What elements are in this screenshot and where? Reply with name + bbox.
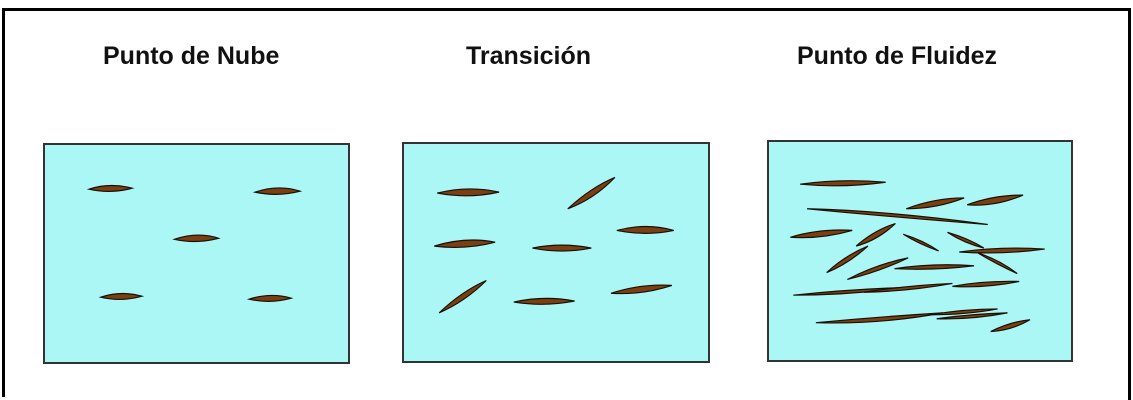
wax-crystal <box>990 319 1031 333</box>
wax-crystal <box>929 308 998 316</box>
wax-crystal <box>513 297 575 305</box>
wax-crystal <box>947 231 985 249</box>
wax-crystal <box>936 312 1008 320</box>
wax-crystal <box>610 284 673 295</box>
transition-crystals <box>434 176 674 314</box>
wax-crystal <box>616 225 674 234</box>
figure-frame <box>2 8 1128 397</box>
wax-crystal <box>800 180 886 187</box>
wax-crystal <box>952 280 1020 288</box>
stage-title-transition: Transición <box>466 42 592 70</box>
wax-crystal <box>567 176 616 210</box>
wax-crystal <box>98 292 145 300</box>
stage-title-pour-point: Punto de Fluidez <box>797 42 997 70</box>
pour-point-crystals <box>790 180 1045 333</box>
wax-crystal <box>906 197 965 210</box>
wax-crystal <box>847 257 909 281</box>
stage-title-cloud-point: Punto de Nube <box>103 42 280 70</box>
wax-crystal <box>790 229 853 239</box>
panel-transition <box>402 142 710 363</box>
cloud-point-crystals <box>86 184 303 302</box>
wax-crystal <box>437 188 500 197</box>
wax-crystal <box>172 234 221 243</box>
wax-crystal <box>959 247 1045 254</box>
wax-crystal <box>966 194 1024 206</box>
wax-crystal <box>86 184 135 192</box>
wax-crystal <box>434 239 496 248</box>
panel-pour-point <box>767 140 1073 362</box>
panel-cloud-point <box>43 143 350 364</box>
figure-frame-right-edge <box>1128 8 1131 400</box>
wax-crystal <box>826 245 869 274</box>
wax-crystal <box>863 282 953 293</box>
wax-crystal <box>807 208 988 226</box>
wax-crystal <box>532 244 592 252</box>
wax-crystal <box>246 294 294 302</box>
wax-crystal <box>252 187 303 195</box>
wax-crystal <box>855 222 896 247</box>
wax-crystal <box>902 233 939 252</box>
wax-crystal <box>894 264 975 270</box>
wax-crystal <box>815 312 943 324</box>
wax-crystal <box>977 252 1018 275</box>
wax-crystal <box>438 279 487 314</box>
